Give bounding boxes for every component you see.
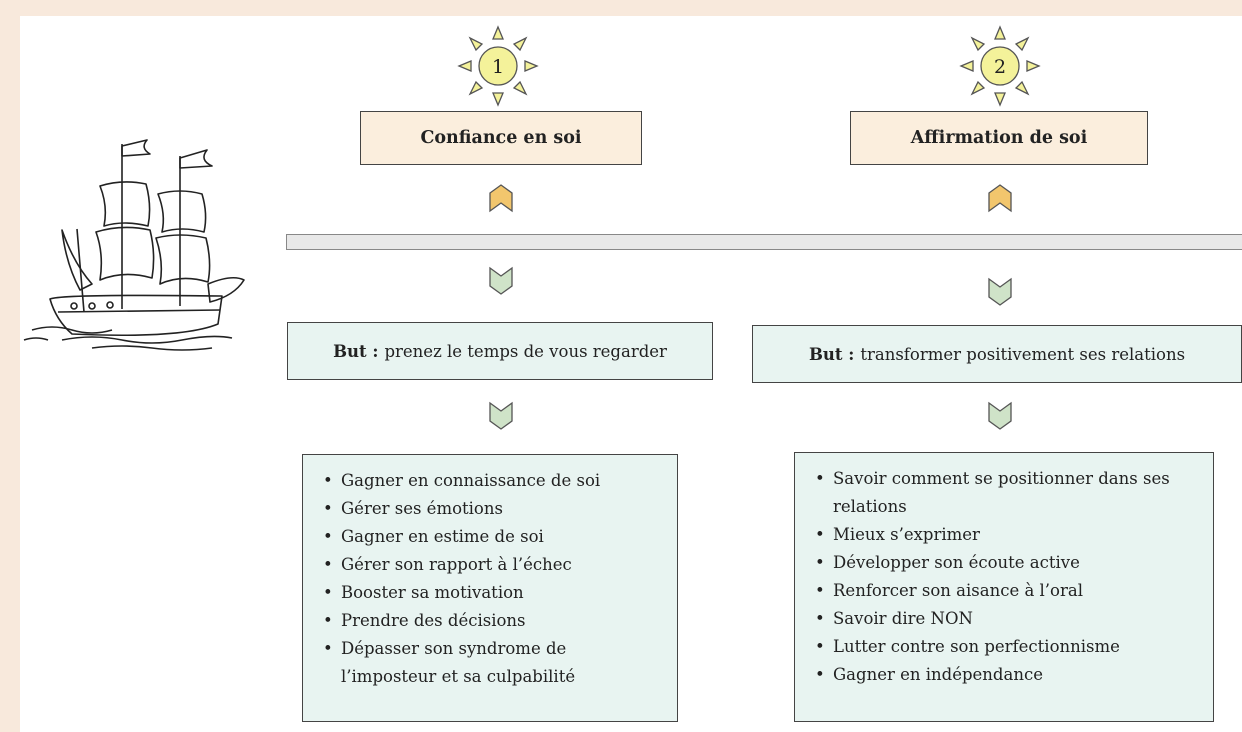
list-item: Mieux s’exprimer — [811, 521, 1197, 549]
list-item: Gérer ses émotions — [319, 495, 661, 523]
list-box-affirmation: Savoir comment se positionner dans ses r… — [794, 452, 1214, 722]
goal-text: transformer positivement ses relations — [860, 344, 1186, 364]
list-item: Booster sa motivation — [319, 579, 661, 607]
list-item: Développer son écoute active — [811, 549, 1197, 577]
chevron-up-icon — [988, 184, 1012, 213]
goal-box-1: But : prenez le temps de vous regarder — [287, 322, 713, 380]
timeline-bar — [286, 234, 1242, 250]
chevron-up-icon — [489, 184, 513, 213]
goal-text: prenez le temps de vous regarder — [384, 341, 667, 361]
chevron-down-icon — [988, 401, 1012, 430]
goal-box-2: But : transformer positivement ses relat… — [752, 325, 1242, 383]
step-title-affirmation: Affirmation de soi — [850, 111, 1148, 165]
step-title-confiance: Confiance en soi — [360, 111, 642, 165]
list-box-confiance: Gagner en connaissance de soi Gérer ses … — [302, 454, 678, 722]
chevron-down-icon — [988, 277, 1012, 306]
list-item: Savoir comment se positionner dans ses r… — [811, 465, 1197, 521]
chevron-down-icon — [489, 266, 513, 295]
sun-number-1-icon: 1 — [457, 25, 539, 107]
list-item: Savoir dire NON — [811, 605, 1197, 633]
goal-label: But : — [333, 341, 379, 361]
step-number: 1 — [492, 56, 504, 78]
list-item: Dépasser son syndrome de l’imposteur et … — [319, 635, 661, 691]
list-item: Gagner en estime de soi — [319, 523, 661, 551]
list-item: Renforcer son aisance à l’oral — [811, 577, 1197, 605]
sailing-ship-illustration — [23, 139, 245, 351]
list-item: Gérer son rapport à l’échec — [319, 551, 661, 579]
list-item: Gagner en connaissance de soi — [319, 467, 661, 495]
step-number: 2 — [994, 56, 1006, 78]
list-item: Gagner en indépendance — [811, 661, 1197, 689]
sun-number-2-icon: 2 — [959, 25, 1041, 107]
list-item: Lutter contre son perfectionnisme — [811, 633, 1197, 661]
list-item: Prendre des décisions — [319, 607, 661, 635]
chevron-down-icon — [489, 401, 513, 430]
goal-label: But : — [808, 344, 855, 364]
